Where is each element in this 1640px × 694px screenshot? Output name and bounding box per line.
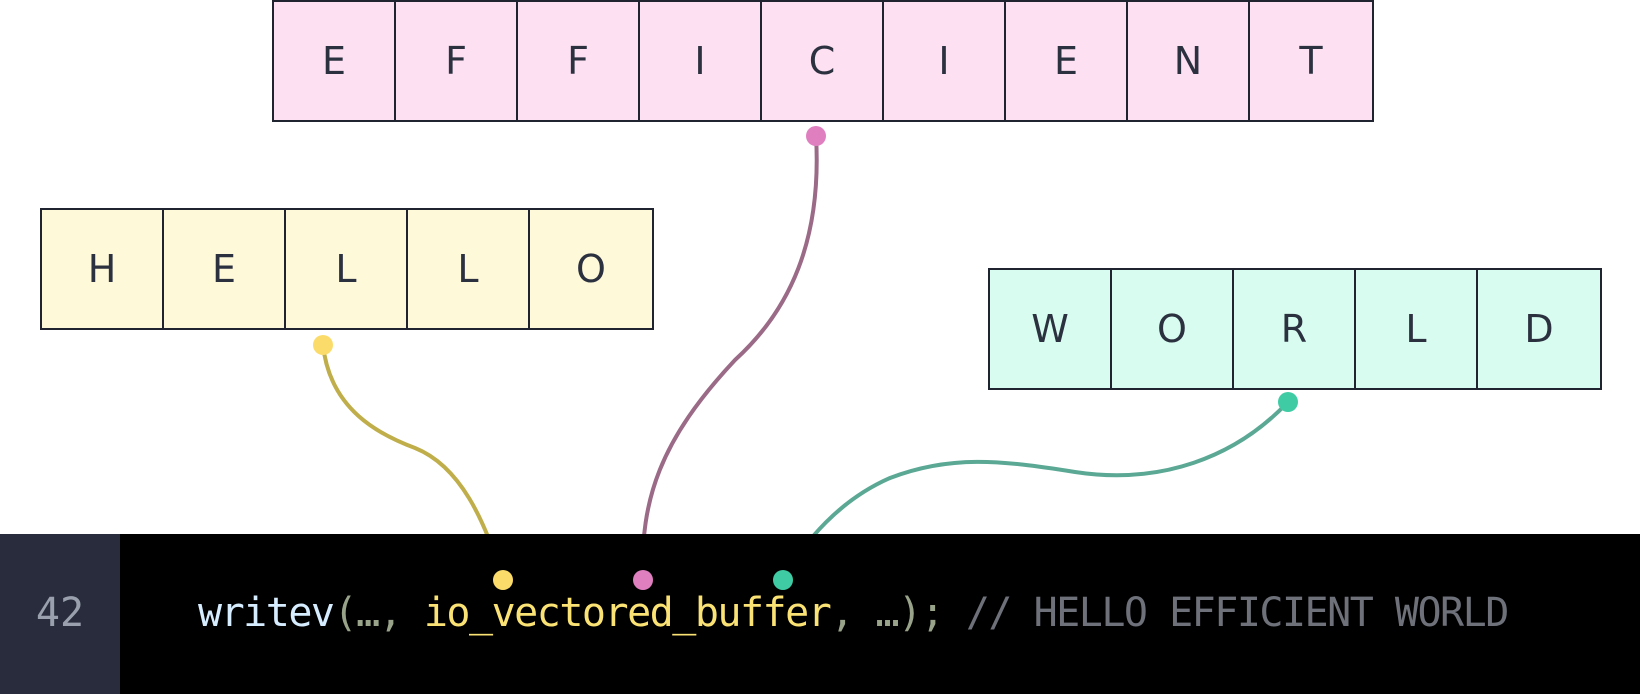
- byte-cell: L: [286, 210, 408, 328]
- byte-cell: O: [1112, 270, 1234, 388]
- byte-cell: R: [1234, 270, 1356, 388]
- byte-cell: I: [640, 2, 762, 120]
- buffer-world: W O R L D: [988, 268, 1602, 390]
- byte-cell: N: [1128, 2, 1250, 120]
- args-close: , …);: [830, 590, 944, 636]
- buffer-hello: H E L L O: [40, 208, 654, 330]
- byte-cell: D: [1524, 307, 1554, 351]
- code-comment: // HELLO EFFICIENT WORLD: [965, 590, 1509, 636]
- line-gutter: 42: [0, 534, 120, 694]
- link-efficient: [640, 135, 819, 581]
- byte-cell: T: [1299, 39, 1323, 83]
- byte-cell: I: [884, 2, 1006, 120]
- dot-efficient-buffer: [806, 126, 826, 146]
- dot-world-buffer: [1278, 392, 1298, 412]
- iovec-argument: io_vectored_buffer: [423, 590, 832, 636]
- byte-cell: W: [990, 270, 1112, 388]
- args-open: (…,: [333, 590, 424, 636]
- byte-cell: L: [1356, 270, 1478, 388]
- code-line: 42 writev(…, io_vectored_buffer, …); // …: [0, 534, 1640, 694]
- byte-cell: C: [762, 2, 884, 120]
- byte-cell: E: [274, 2, 396, 120]
- function-name: writev: [198, 590, 335, 636]
- byte-cell: F: [396, 2, 518, 120]
- byte-cell: E: [1006, 2, 1128, 120]
- byte-cell: E: [164, 210, 286, 328]
- line-number: 42: [35, 590, 85, 636]
- byte-cell: L: [408, 210, 530, 328]
- buffer-efficient: E F F I C I E N T: [272, 0, 1374, 122]
- dot-hello-buffer: [313, 335, 333, 355]
- byte-cell: H: [42, 210, 164, 328]
- code-text: writev(…, io_vectored_buffer, …); // HEL…: [198, 590, 1509, 636]
- byte-cell: F: [518, 2, 640, 120]
- byte-cell: O: [576, 247, 606, 291]
